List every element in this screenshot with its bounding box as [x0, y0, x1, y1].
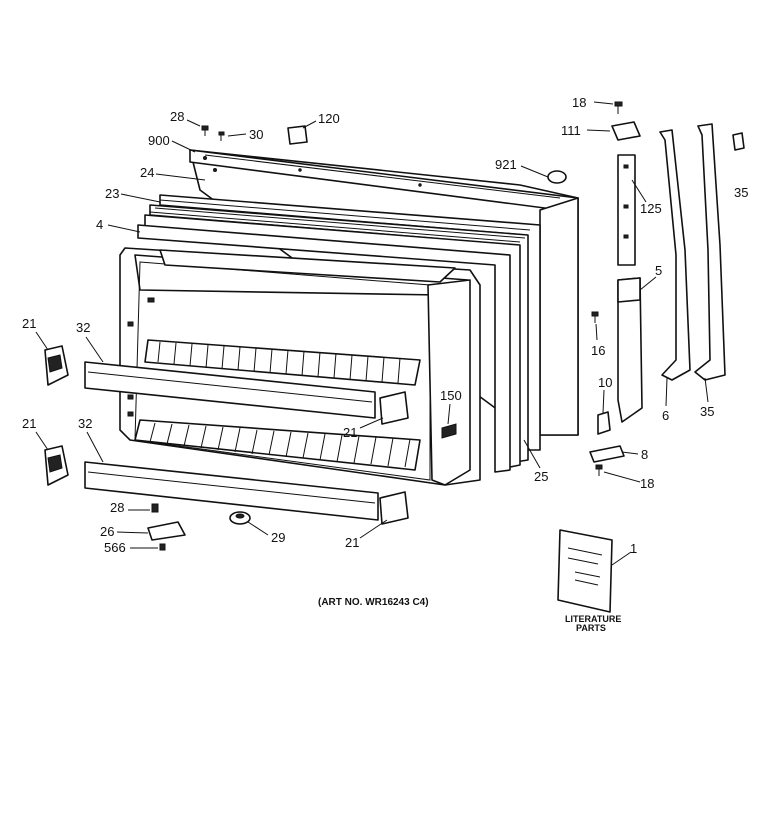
label-30: 30: [249, 127, 263, 142]
label-18-top: 18: [572, 95, 586, 110]
label-28-bottom: 28: [110, 500, 124, 515]
label-23: 23: [105, 186, 119, 201]
door-gasket-frames: [137, 194, 541, 473]
label-1: 1: [630, 541, 637, 556]
part-number-labels: 18 111 921 125 35 28 30 120 900 24 23 4 …: [22, 95, 748, 556]
label-4: 4: [96, 217, 103, 232]
label-16: 16: [591, 343, 605, 358]
door-shelf-bars: [84, 361, 379, 521]
label-10: 10: [598, 375, 612, 390]
label-29: 29: [271, 530, 285, 545]
label-21-lower-left: 21: [22, 416, 36, 431]
door-handles: [659, 123, 745, 381]
literature-booklet: [557, 529, 613, 613]
label-24: 24: [140, 165, 154, 180]
label-6: 6: [662, 408, 669, 423]
label-21-upper-left: 21: [22, 316, 36, 331]
label-921: 921: [495, 157, 517, 172]
label-5: 5: [655, 263, 662, 278]
label-28-top: 28: [170, 109, 184, 124]
label-8: 8: [641, 447, 648, 462]
label-35-bottom: 35: [700, 404, 714, 419]
label-32-upper: 32: [76, 320, 90, 335]
label-18-bottom: 18: [640, 476, 654, 491]
art-number-caption: (ART NO. WR16243 C4): [318, 597, 429, 608]
booklet-caption-line-1: LITERATURE: [565, 614, 621, 624]
inner-door-liner: [119, 247, 481, 486]
shelf-end-caps: [44, 345, 409, 525]
small-hardware: [147, 101, 643, 551]
label-900: 900: [148, 133, 170, 148]
label-32-lower: 32: [78, 416, 92, 431]
label-566: 566: [104, 540, 126, 555]
booklet-caption-line-2: PARTS: [576, 623, 606, 633]
label-150: 150: [440, 388, 462, 403]
label-26: 26: [100, 524, 114, 539]
label-21-upper-right: 21: [343, 425, 357, 440]
leader-lines: [35, 101, 709, 566]
label-21-lower-right: 21: [345, 535, 359, 550]
label-120: 120: [318, 111, 340, 126]
label-111: 111: [561, 123, 581, 138]
label-125: 125: [640, 201, 662, 216]
label-25: 25: [534, 469, 548, 484]
label-35-top: 35: [734, 185, 748, 200]
